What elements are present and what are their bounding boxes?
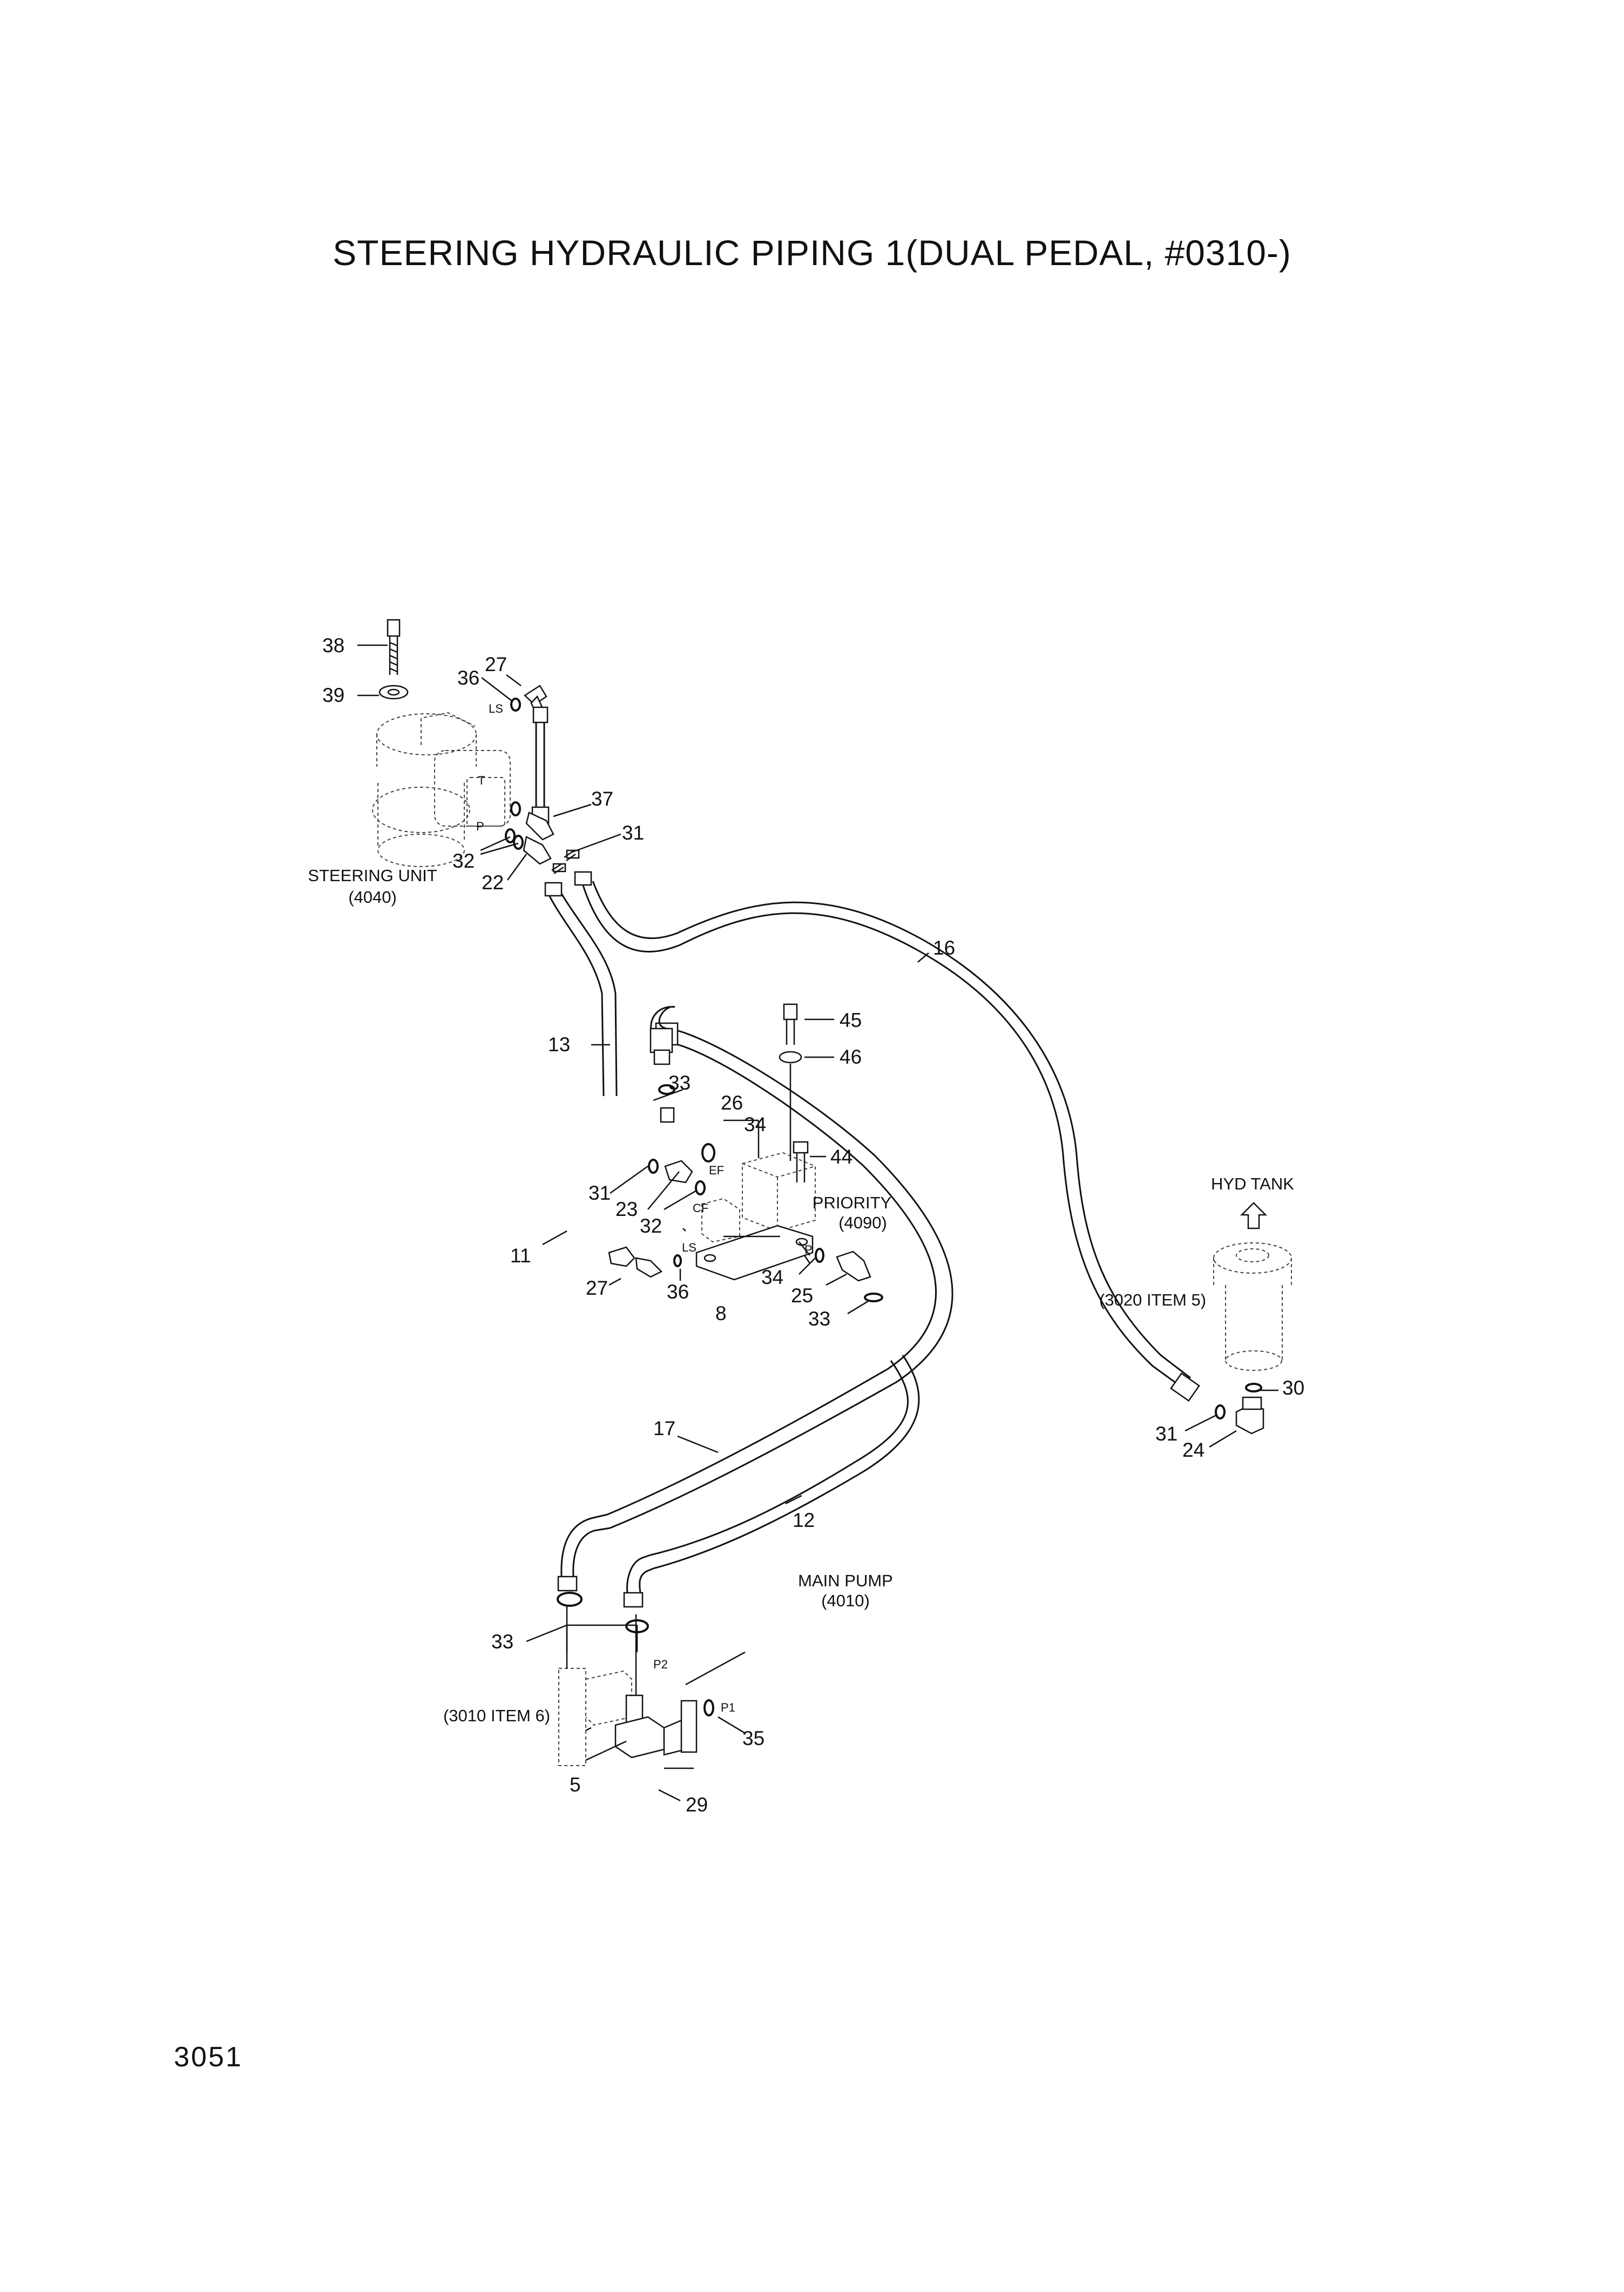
part-number: 17 [653,1417,675,1439]
part-number: 32 [640,1215,662,1237]
priority-valve [695,1152,816,1281]
part-number: 30 [1282,1377,1304,1399]
hose-16 [582,881,1200,1402]
hyd-tank-label: HYD TANK [1211,1174,1294,1193]
part-number: 34 [761,1266,783,1288]
hose-17 [557,1022,953,1592]
steering-unit-ref: (4040) [348,888,397,907]
port-label-cf: CF [693,1201,708,1215]
main-pump-label: MAIN PUMP [798,1571,893,1590]
steering-unit-label: STEERING UNIT [308,866,437,885]
part-number: 11 [510,1245,531,1267]
part-number: 31 [588,1182,611,1204]
hose-13 [549,896,605,1097]
port-label-t: T [478,774,485,787]
priority-ref: (4090) [838,1213,887,1232]
port-label-p2: P2 [653,1658,668,1671]
part-number: 33 [491,1631,513,1653]
part-number: 33 [668,1072,691,1094]
part-number: 37 [591,788,613,810]
steering-unit [372,712,511,867]
part-number: 27 [485,653,507,675]
part-number: 25 [791,1284,813,1307]
text-labels: STEERING UNIT (4040) PRIORITY (4090) HYD… [308,702,1294,1725]
port-label-ls-top: LS [489,702,503,715]
hyd-tank-ref: (3020 ITEM 5) [1099,1290,1206,1309]
part-number: 27 [586,1277,608,1299]
part-number: 32 [452,850,475,872]
part-number: 29 [686,1794,708,1816]
part-number: 24 [1182,1439,1205,1461]
page-title: STEERING HYDRAULIC PIPING 1(DUAL PEDAL, … [333,233,1291,273]
port-label-ls-mid: LS [682,1241,696,1254]
part-number: 26 [721,1092,743,1114]
port-label-p1: P1 [721,1701,735,1714]
part-number: 35 [742,1727,764,1749]
part-number: 46 [840,1046,862,1068]
part-number: 5 [570,1774,581,1796]
part-number: 45 [840,1009,862,1031]
part-number: 44 [830,1146,852,1168]
part-number: 16 [933,937,955,959]
hyd-tank [1213,1202,1292,1371]
part-number: 31 [622,822,644,844]
page-number: 3051 [174,2041,243,2073]
port-label-ef: EF [709,1164,724,1177]
part-number: 36 [457,667,479,689]
bolt-38 [378,619,409,700]
part-number: 12 [793,1509,815,1531]
bolt-44 [793,1141,809,1182]
part-number: 23 [615,1198,638,1220]
hose-12 [623,1355,920,1608]
port-label-p-top: P [476,820,484,833]
part-number: 8 [715,1302,727,1324]
pump-item-ref: (3010 ITEM 6) [443,1706,550,1725]
fittings-37-22 [505,801,592,897]
part-number: 13 [548,1033,570,1056]
part-number: 34 [744,1113,766,1135]
part-number: 38 [322,634,344,657]
part-number: 22 [482,871,504,894]
part-number: 39 [322,684,344,706]
part-number: 31 [1155,1423,1178,1445]
part-numbers: 38 39 27 36 37 31 32 22 16 13 45 46 33 2… [322,634,1304,1816]
main-pump-ref: (4010) [821,1591,870,1610]
priority-label: PRIORITY [813,1193,891,1212]
leader-lines [357,644,1278,1802]
bolt-45 [779,1003,802,1161]
part-number: 33 [808,1308,830,1330]
part-number: 36 [667,1281,689,1303]
port-label-p-mid: P [804,1243,813,1256]
